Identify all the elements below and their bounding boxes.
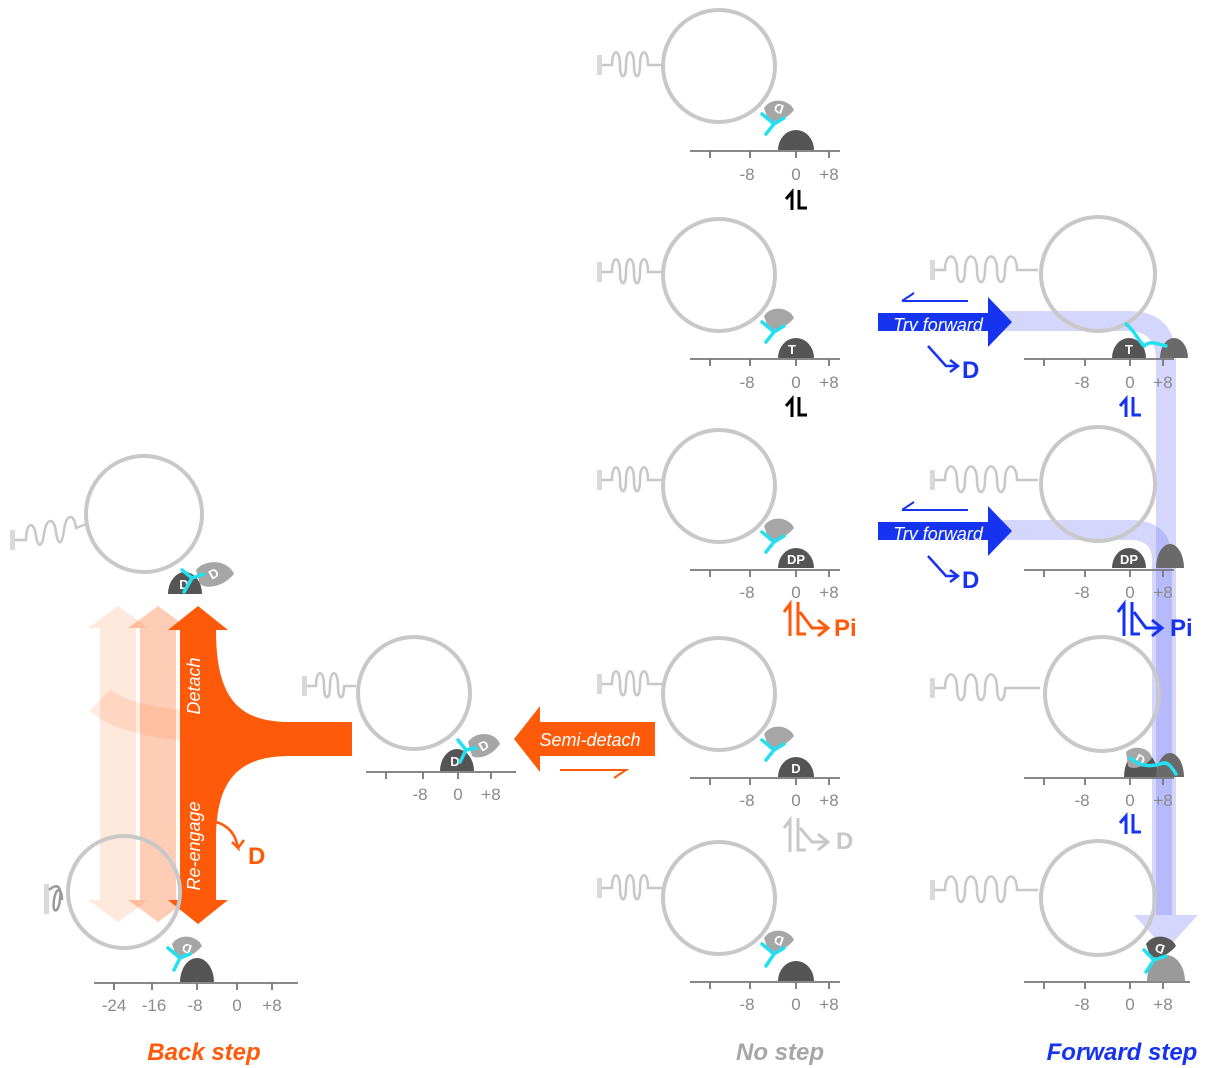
product-pi-blue: Pi <box>1170 615 1193 642</box>
forward-state-2: DP -8 0 +8 Pi <box>930 425 1193 642</box>
equilibrium-arrow-blue <box>1118 811 1141 834</box>
product-pi: Pi <box>834 615 857 642</box>
tick-label: -8 <box>412 785 427 804</box>
nucleotide-d-label: D <box>450 754 459 769</box>
tick-label: 0 <box>791 995 800 1014</box>
tick-label: +8 <box>819 373 838 392</box>
try-forward-arrow-2: Try forward D <box>878 501 1012 594</box>
back-state-top: D D <box>10 454 234 594</box>
tick-label: +8 <box>1153 583 1172 602</box>
product-d-blue-2: D <box>962 567 979 594</box>
tick-label: 0 <box>1125 583 1134 602</box>
semi-detach-label: Semi-detach <box>539 730 640 750</box>
tick-label: -8 <box>739 373 754 392</box>
semi-detach-arrow: Semi-detach <box>514 706 655 779</box>
tick-label: +8 <box>481 785 500 804</box>
equilibrium-arrow-pi-blue <box>1116 599 1165 638</box>
semi-detached-state: D D -8 0 +8 <box>302 635 516 804</box>
tick-label: +8 <box>1153 373 1172 392</box>
tick-label: +8 <box>1153 995 1172 1014</box>
tick-label: 0 <box>1125 995 1134 1014</box>
nucleotide-d-label: D <box>179 577 188 592</box>
tick-label: -8 <box>1074 373 1089 392</box>
tick-label: -8 <box>739 791 754 810</box>
tick-label: -24 <box>102 996 127 1015</box>
tick-label: -8 <box>739 995 754 1014</box>
back-ghost-arrows <box>88 606 212 922</box>
tick-label: 0 <box>1125 791 1134 810</box>
tick-label: -8 <box>739 583 754 602</box>
tick-label: -8 <box>187 996 202 1015</box>
tick-label: 0 <box>791 583 800 602</box>
tick-label: 0 <box>791 373 800 392</box>
nostep-state-3: DP -8 0 +8 Pi <box>597 428 857 642</box>
tick-label: +8 <box>819 583 838 602</box>
forward-state-3: D -8 0 +8 <box>930 635 1184 834</box>
tick-label: -16 <box>142 996 167 1015</box>
try-forward-label-1: Try forward <box>893 315 984 335</box>
try-forward-arrow-1: Try forward D <box>878 292 1012 384</box>
equilibrium-arrow <box>784 394 807 417</box>
tick-label: +8 <box>1153 791 1172 810</box>
tick-label: 0 <box>453 785 462 804</box>
column-title-forward-step: Forward step <box>1047 1039 1198 1066</box>
tick-label: 0 <box>1125 373 1134 392</box>
nostep-state-2: T -8 0 +8 <box>597 217 840 417</box>
equilibrium-arrow-d <box>782 815 831 852</box>
equilibrium-arrow <box>784 187 807 210</box>
tick-label: +8 <box>819 995 838 1014</box>
equilibrium-arrow-pi <box>782 599 831 638</box>
product-d-blue-1: D <box>962 357 979 384</box>
column-title-no-step: No step <box>736 1039 824 1066</box>
tick-label: 0 <box>791 791 800 810</box>
nucleotide-t-label: T <box>788 342 796 357</box>
forward-state-4: D -8 0 +8 <box>930 839 1190 1014</box>
tick-label: -8 <box>1074 995 1089 1014</box>
nostep-state-5: D -8 0 +8 <box>597 840 840 1014</box>
tick-label: +8 <box>262 996 281 1015</box>
back-step-arrow: Detach Re-engage D <box>168 606 352 924</box>
tick-label: -8 <box>739 165 754 184</box>
nostep-state-4: D -8 0 +8 D <box>597 636 853 855</box>
nucleotide-t-label: T <box>1125 342 1133 357</box>
forward-state-1: T -8 0 +8 <box>930 215 1188 417</box>
nucleotide-dp-label: DP <box>1120 552 1138 567</box>
tick-label: -8 <box>1074 583 1089 602</box>
nostep-state-1: D -8 0 +8 <box>597 8 840 210</box>
tick-label: 0 <box>232 996 241 1015</box>
reengage-label: Re-engage <box>184 801 204 890</box>
tick-label: +8 <box>819 791 838 810</box>
equilibrium-arrow-blue <box>1118 394 1141 417</box>
nucleotide-d-label: D <box>791 761 800 776</box>
product-d-orange: D <box>248 843 265 870</box>
tick-label: +8 <box>819 165 838 184</box>
try-forward-label-2: Try forward <box>893 524 984 544</box>
column-title-back-step: Back step <box>147 1039 260 1066</box>
tick-label: 0 <box>791 165 800 184</box>
nucleotide-dp-label: DP <box>787 552 805 567</box>
forward-pathway-lower <box>1000 520 1172 915</box>
detach-label: Detach <box>184 657 204 714</box>
product-d-grey: D <box>836 828 853 855</box>
back-state-bottom: D -24 -16 -8 0 +8 <box>44 834 298 1015</box>
tick-label: -8 <box>1074 791 1089 810</box>
